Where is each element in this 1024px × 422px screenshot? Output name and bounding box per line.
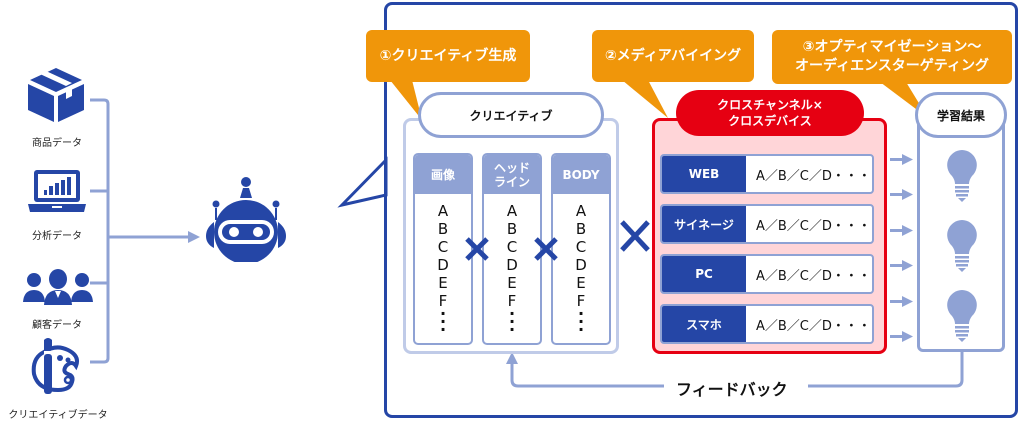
callout-step1-text: ①クリエイティブ生成 [379, 47, 517, 64]
channel-row-web: WEB A／B／C／D・・・ [660, 154, 874, 194]
source-label: 分析データ [32, 231, 82, 242]
lightbulb-icon [947, 220, 977, 272]
channel-name: サイネージ [662, 206, 746, 242]
channel-name: PC [662, 256, 746, 292]
callout-step1: ①クリエイティブ生成 [366, 30, 530, 82]
multiply-icon [620, 220, 650, 252]
column-header: 画像 [415, 155, 471, 194]
callout-step3-text-line1: ③オプティマイゼーション〜 [802, 39, 982, 55]
multiply-icon [534, 237, 558, 261]
feedback-line-right [808, 352, 964, 388]
channel-variants: A／B／C／D・・・ [756, 218, 871, 234]
channel-row-pc: PC A／B／C／D・・・ [660, 254, 874, 294]
ai-robot-icon [206, 177, 286, 262]
channel-title-line2: クロスデバイス [728, 114, 812, 128]
callout-step2-text: ②メディアバイイング [604, 47, 742, 64]
channel-title-line1: クロスチャンネル× [717, 98, 823, 112]
channel-row-signage: サイネージ A／B／C／D・・・ [660, 204, 874, 244]
package-box-icon [28, 68, 84, 122]
channel-variants: A／B／C／D・・・ [756, 318, 871, 334]
lightbulb-icon [947, 150, 977, 202]
channel-title-pill: クロスチャンネル× クロスデバイス [676, 90, 864, 136]
callout-step3-text-line2: オーディエンスターゲティング [795, 58, 989, 74]
source-bracket-line [90, 98, 110, 364]
source-label: 商品データ [32, 138, 82, 149]
ellipsis-vertical-icon: ··· [439, 304, 447, 339]
channel-variants: A／B／C／D・・・ [756, 268, 871, 284]
results-title: 学習結果 [936, 108, 985, 123]
column-header: BODY [553, 155, 609, 194]
laptop-chart-icon [28, 170, 86, 212]
channel-name: スマホ [662, 306, 746, 342]
arrow-to-robot-icon [188, 231, 200, 243]
customers-group-icon [23, 269, 93, 305]
creative-title-pill: クリエイティブ [418, 92, 604, 138]
lightbulbs [947, 150, 977, 342]
creative-title: クリエイティブ [469, 108, 553, 123]
channel-row-smartphone: スマホ A／B／C／D・・・ [660, 304, 874, 344]
feedback-line-left [510, 362, 664, 388]
column-header: ヘッドライン [484, 155, 540, 194]
channel-name: WEB [662, 156, 746, 192]
main-process-frame [384, 2, 1018, 418]
multiply-icon [465, 237, 489, 261]
source-label: 顧客データ [32, 320, 82, 331]
lightbulb-icon [947, 290, 977, 342]
ellipsis-vertical-icon: ··· [508, 304, 516, 339]
source-label: クリエイティブデータ [8, 410, 108, 421]
feedback-arrowhead-icon [506, 352, 518, 364]
callout-step2: ②メディアバイイング [592, 30, 754, 82]
palette-brush-icon [31, 338, 79, 394]
channel-variants: A／B／C／D・・・ [756, 168, 871, 184]
ellipsis-vertical-icon: ··· [577, 304, 585, 339]
feedback-label: フィードバック [670, 376, 794, 400]
results-title-pill: 学習結果 [915, 92, 1007, 138]
callout-step3: ③オプティマイゼーション〜 オーディエンスターゲティング [772, 30, 1012, 84]
channel-to-result-arrows [890, 154, 913, 342]
